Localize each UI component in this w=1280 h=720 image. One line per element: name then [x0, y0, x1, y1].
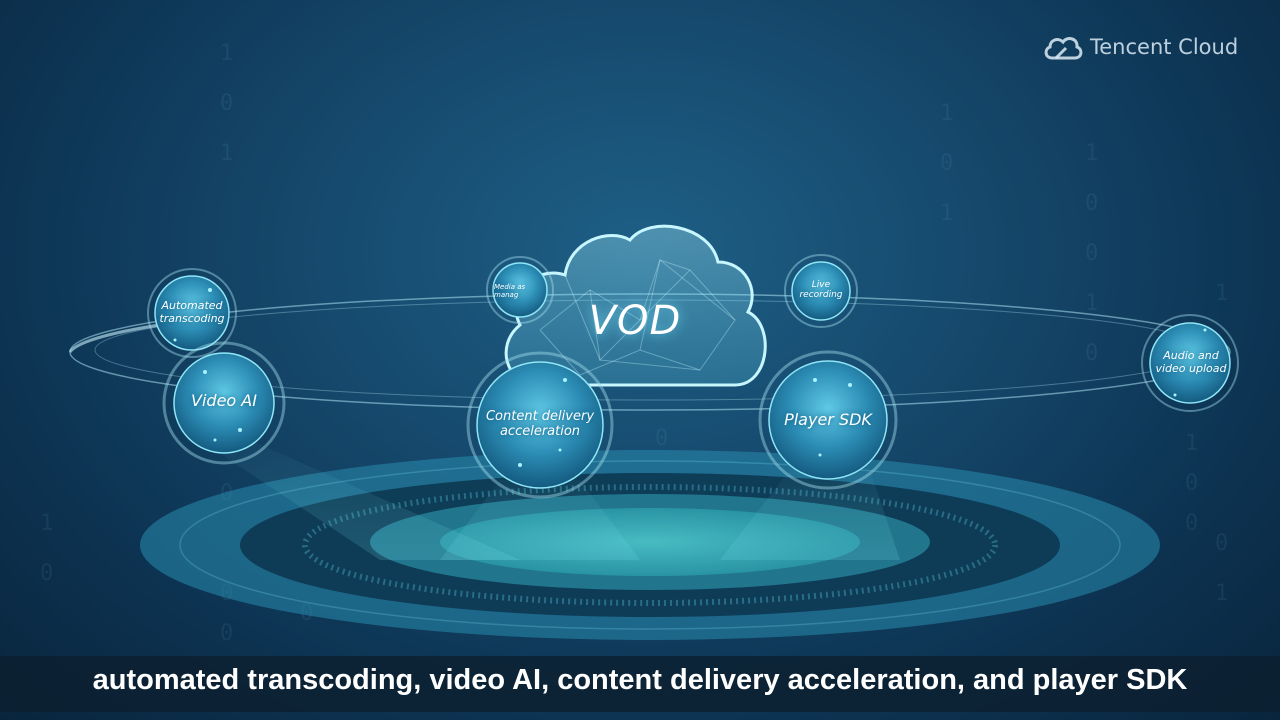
node-content-delivery-sphere: [466, 351, 614, 499]
svg-text:0: 0: [1085, 341, 1098, 366]
node-media-asset-sphere: [486, 256, 554, 324]
svg-text:0: 0: [40, 561, 53, 586]
svg-text:1: 1: [220, 41, 233, 66]
svg-text:1: 1: [1185, 431, 1198, 456]
node-video-ai-sphere: [162, 341, 286, 465]
brand-name: Tencent Cloud: [1090, 35, 1239, 59]
label-line: Live: [811, 280, 831, 290]
svg-text:1: 1: [940, 201, 953, 226]
node-content-delivery-label: Content delivery acceleration: [478, 409, 602, 440]
svg-text:1: 1: [220, 141, 233, 166]
label-line: video upload: [1155, 361, 1227, 375]
svg-text:1: 1: [1085, 141, 1098, 166]
node-audio-video-upload-label: Audio and video upload: [1148, 349, 1234, 375]
node-automated-transcoding-sphere: [147, 268, 237, 358]
node-video-ai-label: Video AI: [174, 391, 274, 410]
subtitle-bar: [0, 656, 1280, 712]
node-live-recording-label: Live recording: [791, 280, 851, 301]
vod-cloud: [504, 224, 767, 387]
svg-text:1: 1: [1085, 291, 1098, 316]
node-media-asset-label: Media as manag: [494, 283, 538, 299]
label-line: Audio and: [1163, 349, 1219, 362]
svg-text:1: 1: [1215, 281, 1228, 306]
svg-text:0: 0: [940, 151, 953, 176]
svg-text:1: 1: [1215, 581, 1228, 606]
label-line: manag: [494, 291, 519, 300]
svg-text:0: 0: [220, 621, 233, 646]
subtitle-caption: automated transcoding, video AI, content…: [92, 664, 1188, 696]
svg-text:0: 0: [1185, 471, 1198, 496]
label-line: Video AI: [191, 391, 257, 410]
cloud-logo-icon: [1044, 37, 1083, 60]
svg-text:0: 0: [220, 91, 233, 116]
node-audio-video-upload-sphere: [1141, 314, 1239, 412]
svg-text:1: 1: [940, 101, 953, 126]
label-line: Player SDK: [784, 410, 872, 429]
svg-text:0: 0: [655, 426, 668, 451]
svg-text:0: 0: [1185, 511, 1198, 536]
node-player-sdk-label: Player SDK: [768, 410, 888, 429]
brand-logo: Tencent Cloud: [1042, 32, 1238, 62]
label-line: transcoding: [159, 311, 225, 325]
label-line: recording: [799, 290, 843, 301]
svg-text:1: 1: [40, 511, 53, 536]
svg-text:0: 0: [1085, 241, 1098, 266]
label-line: acceleration: [499, 423, 581, 439]
svg-text:0: 0: [1215, 531, 1228, 556]
node-live-recording-sphere: [784, 254, 858, 328]
vod-label: VOD: [588, 298, 682, 344]
label-line: Automated: [161, 299, 223, 312]
node-automated-transcoding-label: Automated transcoding: [152, 299, 232, 325]
svg-text:0: 0: [1085, 191, 1098, 216]
label-line: Media as: [494, 283, 526, 291]
node-player-sdk-sphere: [758, 350, 898, 490]
label-line: Content delivery: [485, 409, 595, 424]
